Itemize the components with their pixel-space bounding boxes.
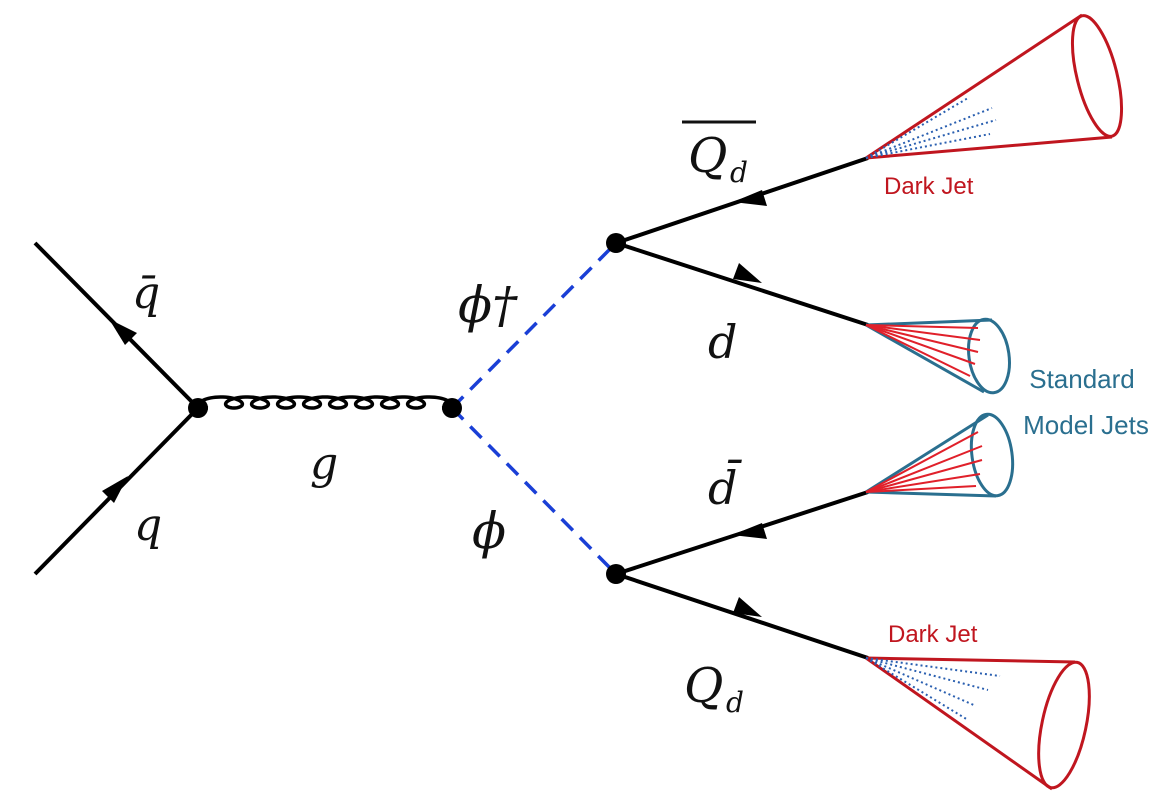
vertex-bottom-icon [606,564,626,584]
antiquark-arrow-icon [109,319,137,345]
antiquark-label: q̄ [132,268,160,319]
phi-dagger-label: ϕ† [458,276,518,334]
phi-line [450,406,618,576]
gluon-label: g [310,438,338,489]
sm-jet-upper-cone-icon [865,317,1011,395]
sm-jets-label-line2: Model Jets [1023,410,1149,440]
dark-quark-arrow-icon [733,597,762,617]
quark-label: q [134,500,162,551]
dark-quark-line [615,572,869,660]
dark-antiquark-subscript: d [730,156,748,189]
vertex-top-icon [606,233,626,253]
quark-arrow-icon [102,476,128,503]
phi-label: ϕ [472,502,506,560]
anti-down-quark-label: d̄ [708,458,742,515]
phi-dagger-line [450,241,618,410]
vertex-left-icon [188,398,208,418]
vertex-center-icon [442,398,462,418]
gluon-line [197,395,453,410]
dark-quark-subscript: d [726,686,744,719]
down-quark-label: d [708,315,737,369]
sm-jets-label-line1: Standard [1029,364,1135,394]
sm-jet-lower-cone-icon [865,412,1015,498]
dark-jet-bottom-label: Dark Jet [888,621,978,648]
dark-jet-top-cone-icon [865,13,1124,160]
down-quark-line [615,241,869,327]
dark-quark-label: Q [684,658,723,714]
dark-jet-top-label: Dark Jet [884,173,974,200]
dark-jet-bottom-cone-icon [865,656,1091,791]
dark-antiquark-label: Q [688,128,727,184]
down-quark-arrow-icon [733,263,762,283]
dark-antiquark-arrow-icon [733,190,767,206]
anti-down-quark-arrow-icon [732,523,767,539]
